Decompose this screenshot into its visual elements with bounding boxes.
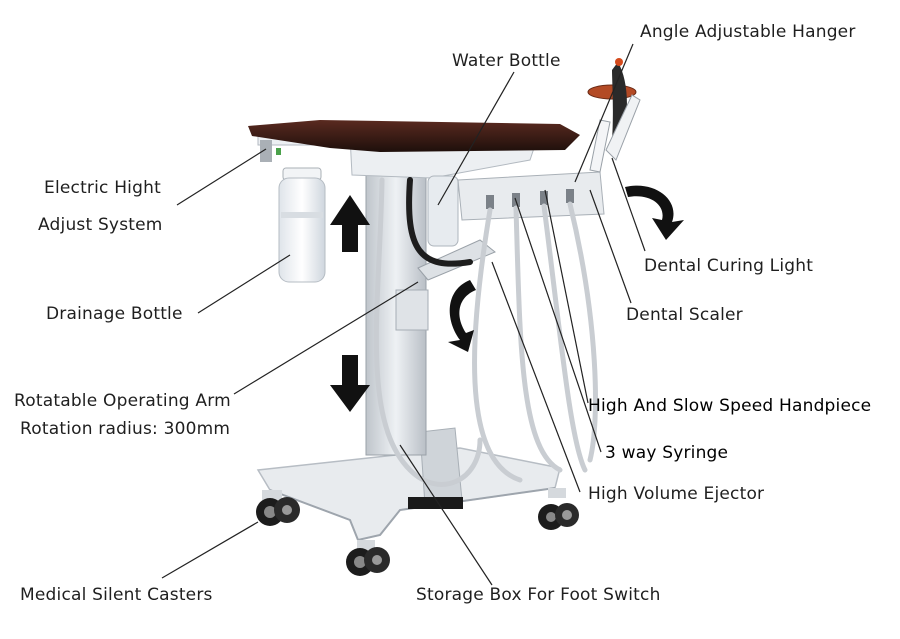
- base: [256, 447, 561, 542]
- label-electric-hight: Electric Hight: [44, 178, 161, 198]
- height-arrows: [330, 195, 370, 412]
- label-rotation-radius: Rotation radius: 300mm: [20, 419, 231, 439]
- label-storage-box: Storage Box For Foot Switch: [416, 585, 661, 605]
- curing-light: [587, 58, 641, 161]
- caster-front: [346, 540, 390, 576]
- label-high-volume-ejector: High Volume Ejector: [588, 484, 765, 504]
- label-angle-adjustable-hanger: Angle Adjustable Hanger: [640, 22, 856, 42]
- label-dental-curing-light: Dental Curing Light: [644, 256, 814, 276]
- label-3-way-syringe: 3 way Syringe: [605, 443, 729, 463]
- label-handpiece: High And Slow Speed Handpiece: [588, 396, 872, 416]
- tray: [248, 120, 580, 179]
- label-drainage-bottle: Drainage Bottle: [46, 304, 183, 324]
- caster-right: [538, 488, 579, 530]
- scaler: [589, 119, 611, 173]
- leader-lines: [161, 43, 646, 586]
- water-bottle: [427, 175, 459, 247]
- caster-left: [256, 490, 300, 526]
- label-water-bottle: Water Bottle: [452, 51, 561, 71]
- label-adjust-system: Adjust System: [38, 215, 163, 235]
- rotation-arrows: [448, 185, 684, 352]
- operating-arm: [417, 171, 605, 281]
- label-rotatable-operating-arm: Rotatable Operating Arm: [14, 391, 231, 411]
- storage-box: [408, 427, 463, 509]
- label-medical-silent-casters: Medical Silent Casters: [20, 585, 213, 605]
- drainage-bottle: [278, 167, 326, 283]
- hoses: [373, 177, 598, 487]
- label-dental-scaler: Dental Scaler: [626, 305, 743, 325]
